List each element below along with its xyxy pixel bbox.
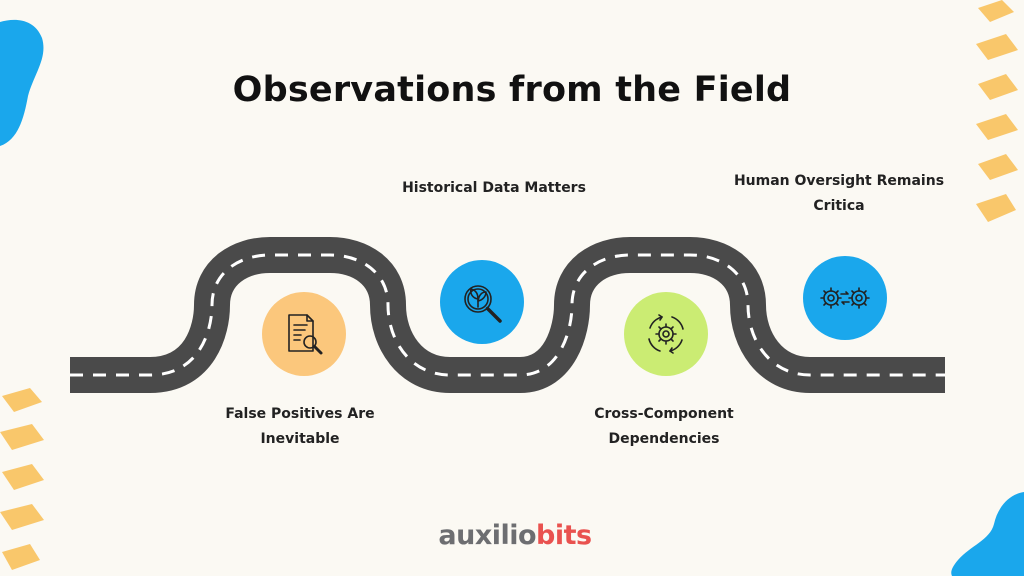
milestone-circle-historical-data (440, 260, 524, 344)
brand-logo: auxiliobits (0, 520, 1024, 551)
page-title: Observations from the Field (232, 70, 792, 110)
milestone-label-false-positives: False Positives Are Inevitable (209, 402, 391, 452)
milestone-label-line: Human Oversight Remains (733, 173, 945, 189)
milestone-label-line: Inevitable (260, 431, 340, 447)
milestone-label-human-oversight: Human Oversight Remains Critica (726, 169, 952, 219)
milestone-label-line: Critica (813, 198, 865, 214)
milestone-label-line: Cross-Component (594, 406, 734, 422)
logo-text-auxilio: auxilio (438, 520, 537, 551)
yellow-stripes-top-right (976, 0, 1018, 222)
milestone-label-line: Historical Data Matters (402, 180, 586, 196)
blue-blob-bottom-right (951, 492, 1024, 576)
milestone-circle-cross-component (624, 292, 708, 376)
blue-blob-top-left (0, 19, 44, 147)
yellow-stripes-bottom-left (0, 388, 44, 570)
milestone-label-cross-component: Cross-Component Dependencies (566, 402, 762, 452)
document-magnifier-icon (288, 314, 323, 355)
milestone-label-line: Dependencies (608, 431, 720, 447)
gear-cycle-icon (648, 314, 684, 354)
gears-icon (820, 287, 870, 309)
milestone-circle-false-positives (262, 292, 346, 376)
road-surface (70, 237, 945, 393)
logo-text-bits: bits (536, 520, 592, 551)
milestone-label-line: False Positives Are (225, 406, 375, 422)
milestone-circle-human-oversight (803, 256, 887, 340)
plant-magnifier-icon (464, 285, 502, 323)
milestone-label-historical-data: Historical Data Matters (384, 176, 604, 201)
